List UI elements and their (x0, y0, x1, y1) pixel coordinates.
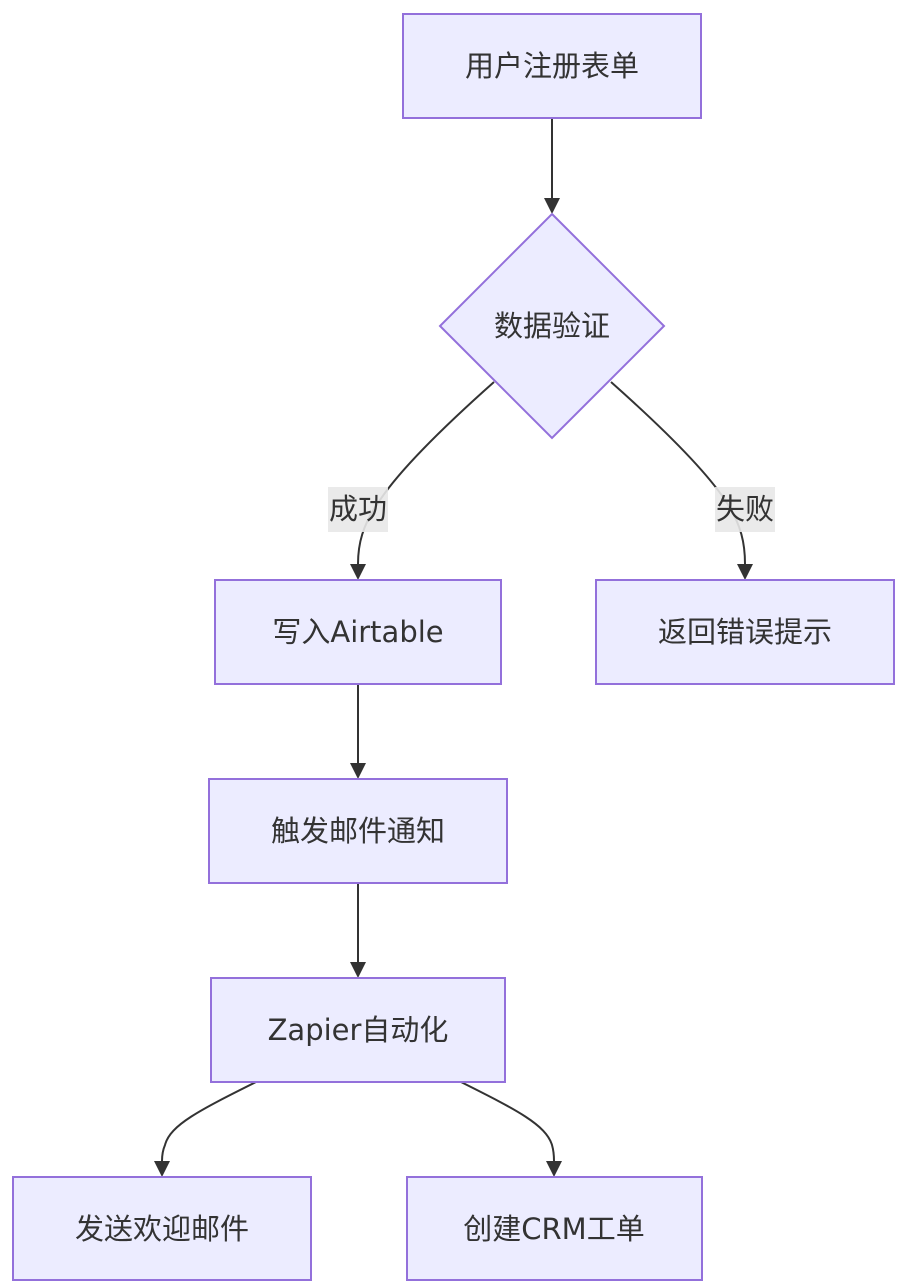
node-error: 返回错误提示 (595, 579, 895, 685)
edge-label-bg-success (328, 487, 388, 532)
edge-label-success: 成功 (329, 492, 387, 526)
node-crm: 创建CRM工单 (406, 1176, 703, 1281)
node-crm-label: 创建CRM工单 (463, 1212, 644, 1246)
node-zapier: Zapier自动化 (210, 977, 506, 1083)
node-validate: 数据验证 (438, 212, 666, 440)
arrowhead-zapier-to-welcome (154, 1161, 170, 1177)
node-notify-label: 触发邮件通知 (271, 814, 445, 848)
arrowhead-form-to-validate (544, 198, 560, 214)
node-airtable: 写入Airtable (214, 579, 502, 685)
node-welcome-label: 发送欢迎邮件 (75, 1212, 249, 1246)
edge-zapier-to-crm (460, 1081, 555, 1162)
decision-diamond (438, 212, 666, 440)
node-welcome: 发送欢迎邮件 (12, 1176, 312, 1281)
node-form: 用户注册表单 (402, 13, 702, 119)
node-error-label: 返回错误提示 (658, 615, 832, 649)
arrowhead-notify-to-zapier (350, 962, 366, 978)
nodes: 用户注册表单 数据验证 写入Airtable 返回错误提示 触发邮件通知 Zap… (12, 13, 895, 1281)
node-zapier-label: Zapier自动化 (268, 1013, 449, 1047)
node-airtable-label: 写入Airtable (272, 615, 443, 649)
arrowhead-validate-to-error (737, 564, 753, 580)
edge-validate-to-error (610, 381, 746, 565)
edge-zapier-to-welcome (161, 1081, 257, 1162)
edge-label-failure: 失败 (716, 492, 774, 526)
edge-validate-to-airtable (357, 381, 495, 565)
node-form-label: 用户注册表单 (465, 49, 639, 83)
arrowhead-airtable-to-notify (350, 763, 366, 779)
edge-labels: 成功 失败 (328, 487, 775, 532)
node-notify: 触发邮件通知 (208, 778, 508, 884)
arrowhead-validate-to-airtable (350, 564, 366, 580)
node-validate-label: 数据验证 (494, 309, 610, 343)
edge-label-bg-failure (715, 487, 775, 532)
arrowhead-zapier-to-crm (546, 1161, 562, 1177)
